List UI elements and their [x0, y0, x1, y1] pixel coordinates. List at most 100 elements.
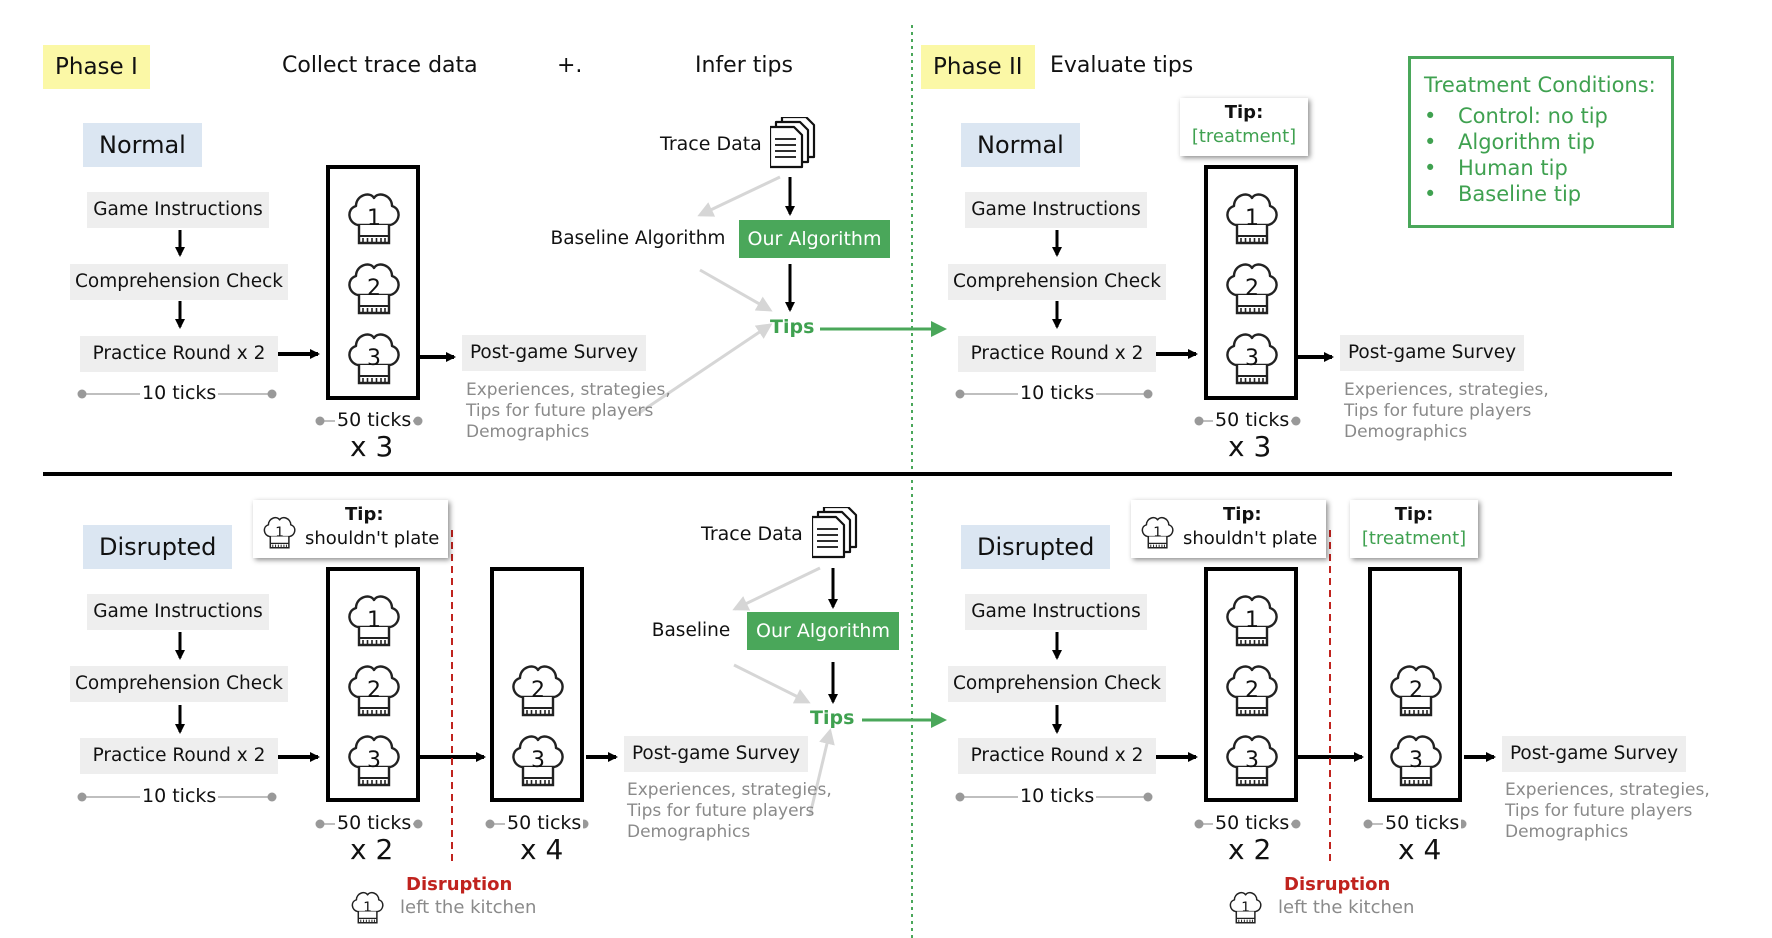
round-number: 3 [367, 346, 381, 371]
practice-round: Practice Round x 2 [958, 738, 1156, 774]
chef-hat-icon: 3 [1222, 729, 1282, 795]
round-number: 2 [1245, 276, 1259, 301]
legend-item: •Algorithm tip [1424, 130, 1595, 154]
phase1-label: Phase I [43, 45, 150, 89]
round-number: 2 [1245, 678, 1259, 703]
repeat-count: x 2 [1228, 833, 1272, 866]
chef-hat-icon: 3 [344, 729, 404, 795]
treatment-legend: Treatment Conditions: •Control: no tip •… [1408, 56, 1674, 228]
practice-round: Practice Round x 2 [80, 738, 278, 774]
round-number: 2 [531, 678, 545, 703]
chef-hat-icon: 2 [344, 659, 404, 725]
chef-hat-icon: 2 [1222, 659, 1282, 725]
round-number: 2 [1409, 678, 1423, 703]
normal-label: Normal [961, 123, 1080, 167]
chef-hat-icon: 2 [344, 257, 404, 323]
legend-title: Treatment Conditions: [1424, 73, 1656, 97]
survey-details: Experiences, strategies,Tips for future … [1505, 780, 1710, 842]
game-rounds-box: 1 2 3 [1204, 567, 1298, 802]
document-stack-icon [810, 505, 858, 563]
plus-label: +. [557, 53, 583, 78]
comprehension-check: Comprehension Check [948, 666, 1166, 702]
game-instructions: Game Instructions [965, 192, 1147, 228]
tip-card: Tip: [treatment] [1180, 98, 1308, 156]
ten-ticks-label: 10 ticks [140, 382, 219, 404]
fifty-ticks-label: 50 ticks [1383, 812, 1462, 834]
survey-details: Experiences, strategies,Tips for future … [466, 380, 671, 442]
round-number: 3 [1245, 748, 1259, 773]
fifty-ticks-label: 50 ticks [335, 812, 414, 834]
ten-ticks-label: 10 ticks [1018, 785, 1097, 807]
tip-card: 1 Tip: shouldn't plate [253, 500, 448, 558]
infer-disrupted-arrows [732, 566, 947, 816]
phase2-label: Phase II [921, 45, 1035, 89]
round-number: 2 [367, 678, 381, 703]
tips-label: Tips [810, 707, 855, 729]
round-number: 1 [1245, 608, 1259, 633]
chef-hat-icon: 1 [261, 513, 298, 556]
infer-normal-arrows [635, 175, 947, 417]
disruption-detail: left the kitchen [400, 897, 537, 918]
legend-item: •Control: no tip [1424, 104, 1608, 128]
infer-label: Infer tips [695, 53, 793, 78]
ten-ticks-label: 10 ticks [140, 785, 219, 807]
chef-hat-icon: 2 [1386, 659, 1446, 725]
round-number: 3 [1245, 346, 1259, 371]
disrupted-label: Disrupted [83, 525, 233, 569]
our-algorithm: Our Algorithm [739, 220, 890, 258]
round-number: 3 [531, 748, 545, 773]
disrupted-rounds-box: 2 3 [490, 567, 584, 802]
game-rounds-box: 1 2 3 [326, 567, 420, 802]
post-game-survey: Post-game Survey [624, 736, 808, 772]
repeat-count: x 4 [1398, 833, 1442, 866]
trace-data-label: Trace Data [701, 523, 803, 545]
disrupted-label: Disrupted [961, 525, 1111, 569]
evaluate-label: Evaluate tips [1050, 53, 1194, 78]
chef-hat-icon: 2 [508, 659, 568, 725]
round-number: 3 [1409, 748, 1423, 773]
tip-card: Tip: [treatment] [1350, 500, 1478, 558]
our-algorithm: Our Algorithm [747, 612, 899, 650]
collect-label: Collect trace data [282, 53, 478, 78]
game-rounds-box: 1 2 3 [1204, 165, 1298, 400]
chef-hat-icon: 3 [344, 327, 404, 393]
legend-item: •Human tip [1424, 156, 1568, 180]
baseline-algorithm: Baseline Algorithm [540, 221, 736, 257]
game-instructions: Game Instructions [965, 594, 1147, 630]
tips-label: Tips [770, 316, 815, 338]
repeat-count: x 3 [350, 430, 394, 463]
round-number: 1 [1241, 900, 1250, 916]
fifty-ticks-label: 50 ticks [335, 409, 414, 431]
chef-hat-icon: 3 [508, 729, 568, 795]
trace-data-label: Trace Data [660, 133, 762, 155]
round-number: 1 [1153, 525, 1162, 541]
normal-label: Normal [83, 123, 202, 167]
repeat-count: x 2 [350, 833, 394, 866]
fifty-ticks-label: 50 ticks [1213, 812, 1292, 834]
round-number: 1 [275, 525, 284, 541]
comprehension-check: Comprehension Check [70, 264, 288, 300]
chef-hat-icon: 1 [349, 888, 386, 930]
round-number: 1 [367, 608, 381, 633]
disruption-label: Disruption [406, 874, 513, 895]
round-number: 1 [1245, 206, 1259, 231]
comprehension-check: Comprehension Check [948, 264, 1166, 300]
ten-ticks-label: 10 ticks [1018, 382, 1097, 404]
round-number: 1 [367, 206, 381, 231]
chef-hat-icon: 1 [1139, 513, 1176, 556]
round-number: 1 [363, 900, 372, 916]
round-number: 2 [367, 276, 381, 301]
disruption-detail: left the kitchen [1278, 897, 1415, 918]
practice-round: Practice Round x 2 [958, 336, 1156, 372]
survey-details: Experiences, strategies,Tips for future … [627, 780, 832, 842]
legend-item: •Baseline tip [1424, 182, 1582, 206]
chef-hat-icon: 1 [344, 589, 404, 655]
survey-details: Experiences, strategies,Tips for future … [1344, 380, 1549, 442]
chef-hat-icon: 3 [1386, 729, 1446, 795]
chef-hat-icon: 1 [1227, 888, 1264, 930]
post-game-survey: Post-game Survey [1340, 335, 1524, 371]
fifty-ticks-label: 50 ticks [505, 812, 584, 834]
chef-hat-icon: 2 [1222, 257, 1282, 323]
chef-hat-icon: 3 [1222, 327, 1282, 393]
repeat-count: x 4 [520, 833, 564, 866]
